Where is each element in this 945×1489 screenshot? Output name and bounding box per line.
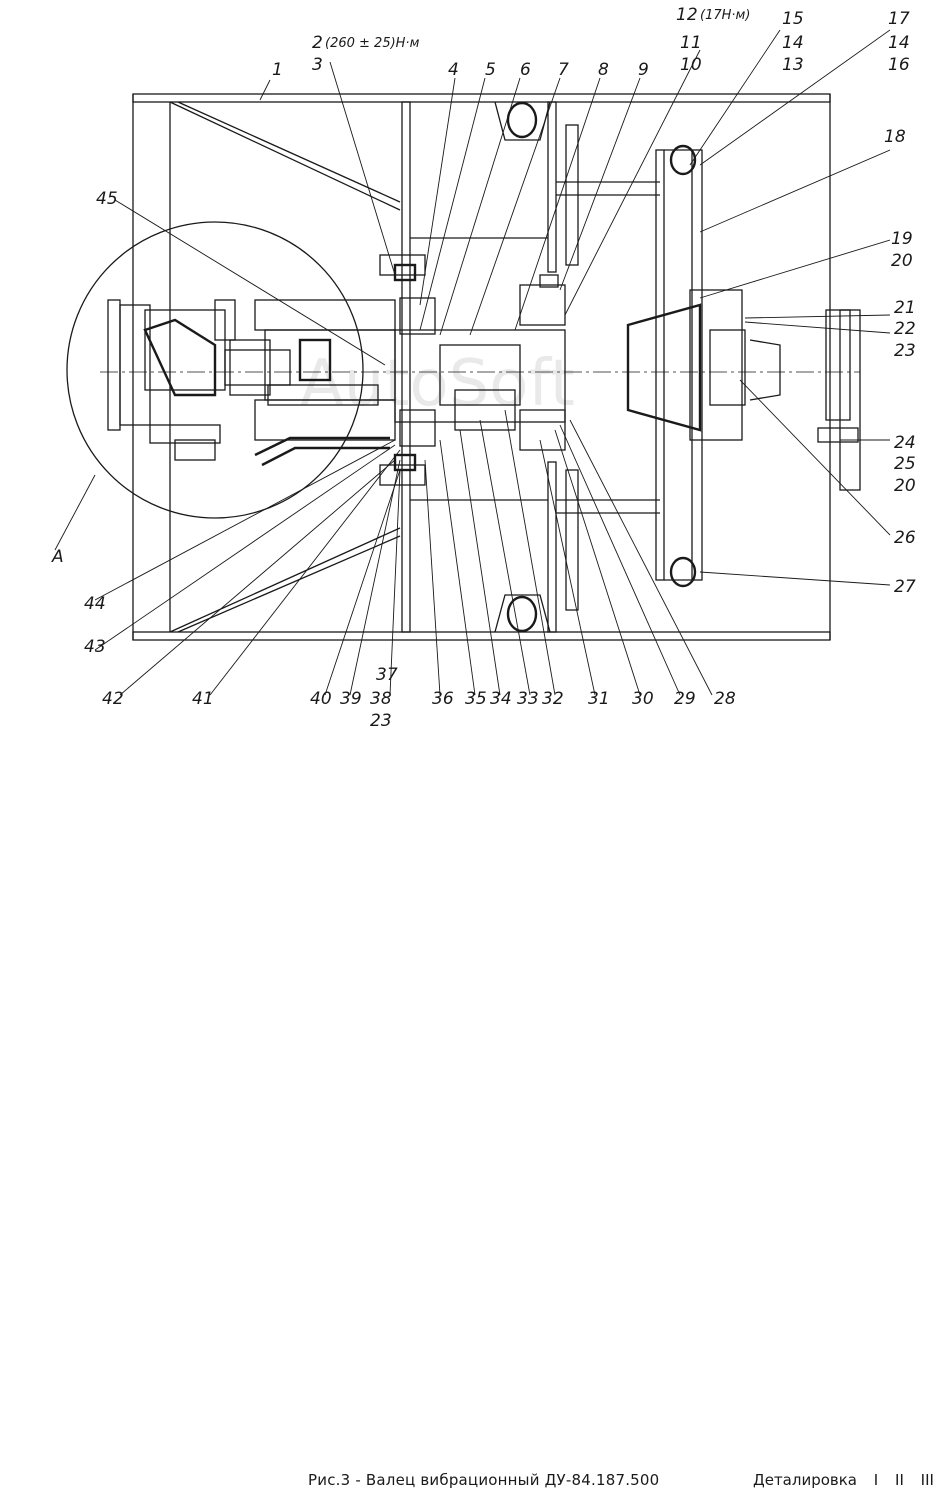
callout-6: 6 [520, 60, 531, 80]
callout-26: 26 [894, 528, 916, 548]
technical-drawing: AutoSoft [51, 5, 916, 731]
motor-housing [107, 299, 396, 467]
callout-27: 27 [894, 577, 916, 597]
callout-4: 4 [448, 60, 459, 80]
callout-18: 18 [884, 127, 906, 147]
callout-14b: 14 [888, 33, 910, 53]
callout-23b: 23 [370, 711, 392, 731]
callout-22: 22 [894, 319, 916, 339]
callout-20a: 20 [891, 251, 913, 271]
callout-15: 15 [782, 9, 804, 29]
left-cone [169, 101, 401, 633]
callout-7: 7 [558, 60, 569, 80]
callout-41: 41 [192, 689, 214, 709]
callout-33: 33 [517, 689, 539, 709]
callout-30: 30 [632, 689, 654, 709]
drum-shell [132, 93, 831, 641]
callout-12-torque: (17Н·м) [700, 8, 750, 23]
callout-38: 38 [370, 689, 392, 709]
callout-2: 2 [312, 33, 323, 53]
callout-16: 16 [888, 55, 910, 75]
callout-13: 13 [782, 55, 804, 75]
callout-36: 36 [432, 689, 454, 709]
callout-1: 1 [272, 60, 283, 80]
footer: Рис.3 - Валец вибрационный ДУ-84.187.500… [0, 735, 945, 1489]
figure-caption: Рис.3 - Валец вибрационный ДУ-84.187.500 [308, 1471, 660, 1489]
callout-19: 19 [891, 229, 913, 249]
callout-32: 32 [542, 689, 564, 709]
callout-23a: 23 [894, 341, 916, 361]
callout-11: 11 [680, 33, 702, 53]
callout-35: 35 [465, 689, 487, 709]
detail-circle-a [66, 221, 364, 519]
callout-21: 21 [894, 298, 916, 318]
callout-45: 45 [96, 189, 118, 209]
callout-34: 34 [490, 689, 512, 709]
callout-14a: 14 [782, 33, 804, 53]
callout-24: 24 [894, 433, 916, 453]
callout-labels: 1 2 (260 ± 25)Н·м 3 4 5 6 7 8 9 12 (17Н·… [51, 5, 916, 731]
callout-44: 44 [84, 594, 106, 614]
callout-25: 25 [894, 454, 916, 474]
callout-8: 8 [598, 60, 609, 80]
callout-43: 43 [84, 637, 106, 657]
callout-37: 37 [376, 665, 398, 685]
callout-42: 42 [102, 689, 124, 709]
detailing-page-3[interactable]: III [920, 1471, 934, 1489]
callout-31: 31 [588, 689, 610, 709]
callout-29: 29 [674, 689, 696, 709]
callout-17: 17 [888, 9, 910, 29]
detailing-nav: Деталировка I II III [753, 1471, 938, 1489]
callout-3: 3 [312, 55, 323, 75]
leader-lines [54, 29, 891, 696]
detailing-page-2[interactable]: II [895, 1471, 904, 1489]
callout-20b: 20 [894, 476, 916, 496]
callout-a: A [51, 547, 64, 567]
callout-5: 5 [485, 60, 496, 80]
callout-9: 9 [638, 60, 649, 80]
callout-2-torque: (260 ± 25)Н·м [325, 36, 420, 51]
callout-40: 40 [310, 689, 332, 709]
right-plate [626, 144, 861, 588]
callout-28: 28 [714, 689, 736, 709]
watermark: AutoSoft [300, 347, 575, 421]
callout-10: 10 [680, 55, 702, 75]
callout-39: 39 [340, 689, 362, 709]
detailing-label: Деталировка [753, 1471, 858, 1489]
callout-12: 12 [676, 5, 698, 25]
detailing-page-1[interactable]: I [873, 1471, 879, 1489]
